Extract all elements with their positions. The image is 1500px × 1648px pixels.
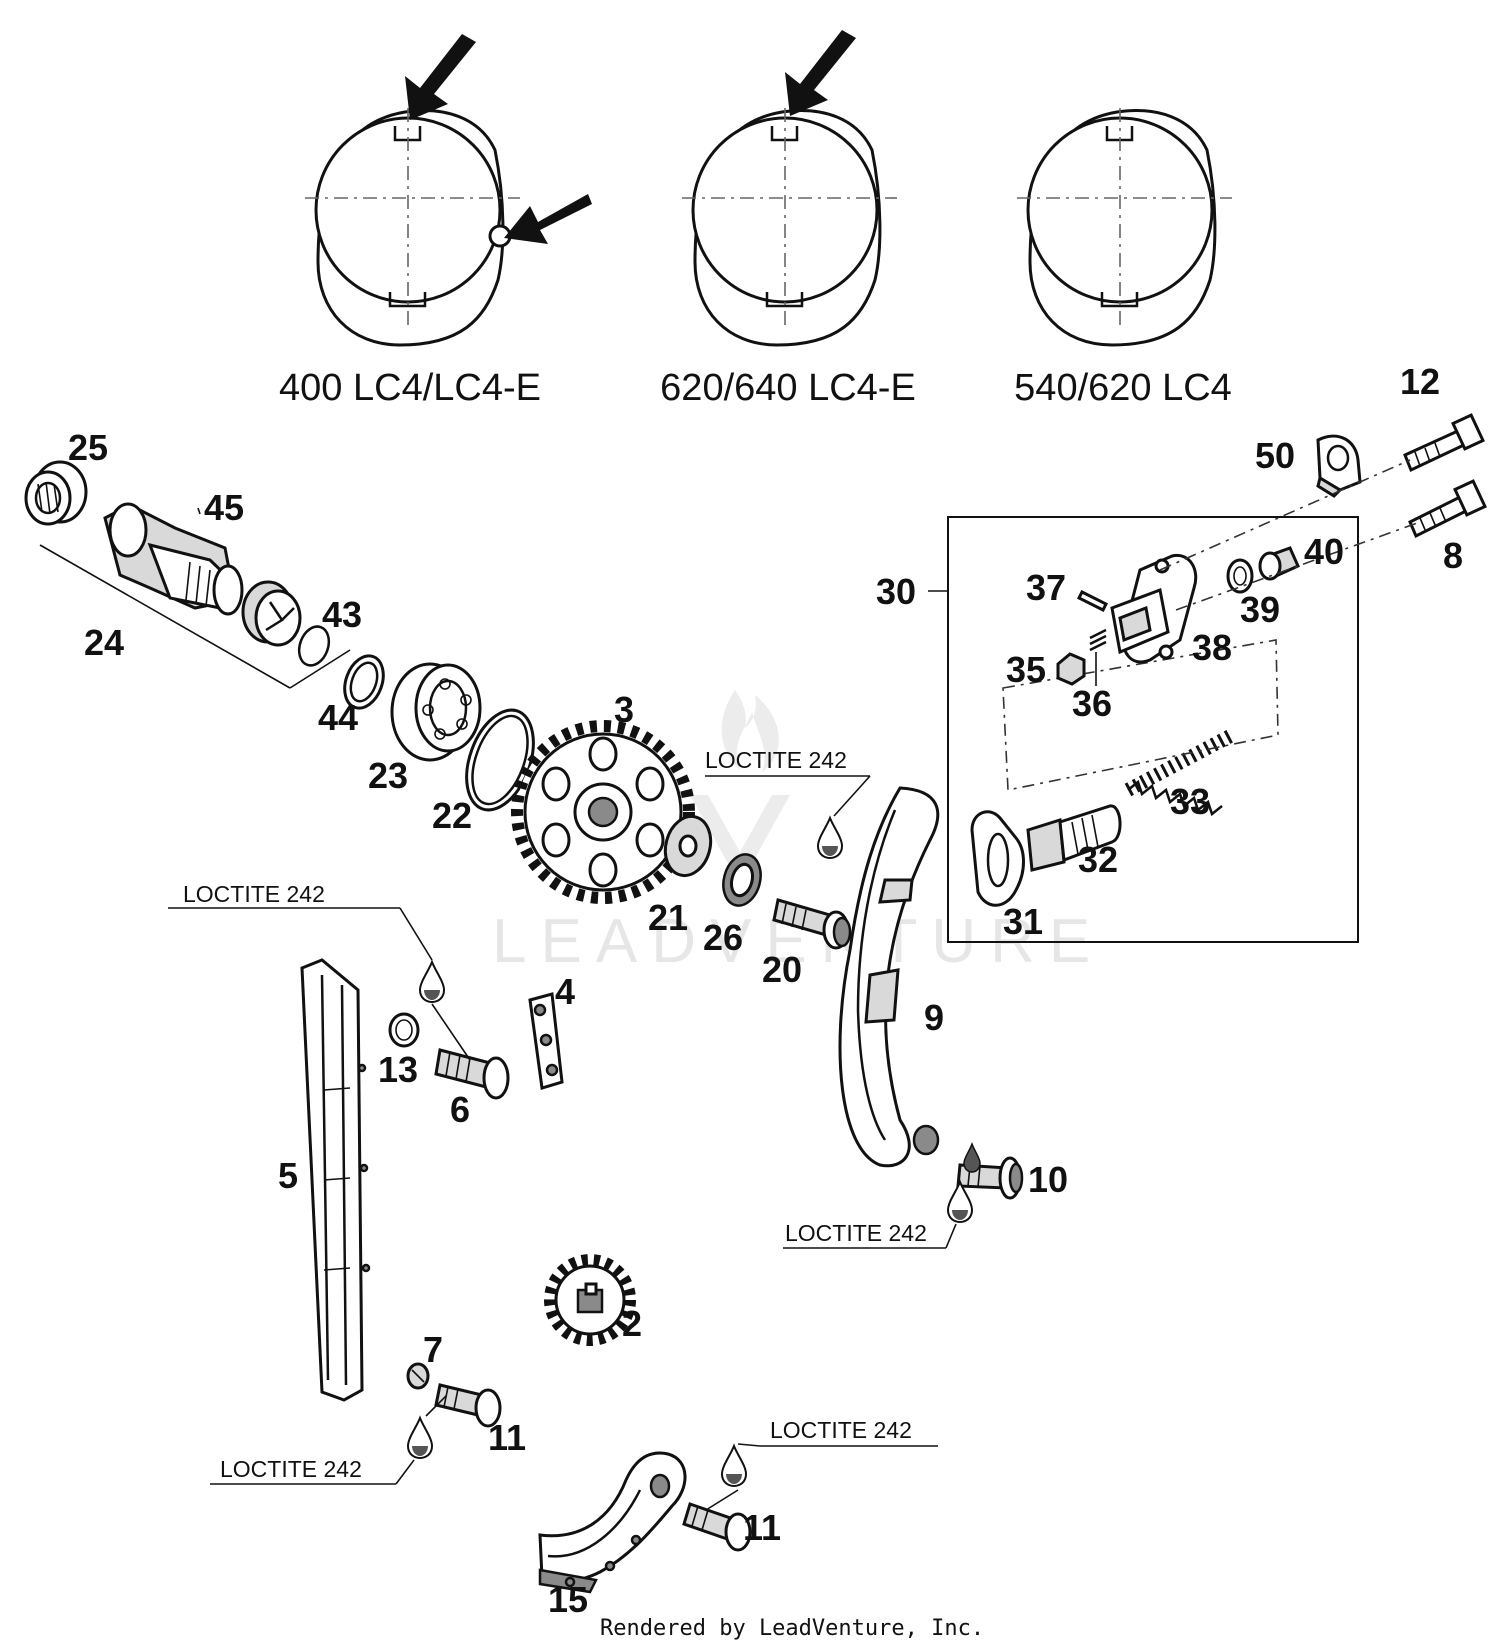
part-number: 38 <box>1192 627 1232 668</box>
part-number: 8 <box>1443 535 1463 576</box>
part-number: 32 <box>1078 839 1118 880</box>
part-number: 30 <box>876 571 916 612</box>
loctite-label: LOCTITE 242 <box>705 747 847 773</box>
part-37-pin <box>1076 589 1109 613</box>
part-11-screw-lower <box>682 1502 752 1552</box>
part-number: 5 <box>278 1155 298 1196</box>
part-9-tensioner-rail <box>838 786 940 1168</box>
part-31-gasket <box>970 810 1025 907</box>
loctite-callout: LOCTITE 242 <box>210 1395 447 1485</box>
part-23-ball-bearing <box>390 662 482 762</box>
part-number: 7 <box>423 1329 443 1370</box>
part-20-screw <box>772 898 852 950</box>
part-number: 31 <box>1003 901 1043 942</box>
part-5-guide-rail <box>300 958 371 1402</box>
loctite-callout: LOCTITE 242 <box>168 881 471 1061</box>
variant-400-lc4: 400 LC4/LC4-E <box>279 34 592 409</box>
loctite-label: LOCTITE 242 <box>183 881 325 907</box>
part-3-camshaft-sprocket <box>511 720 695 904</box>
part-26-seal-ring <box>722 853 762 907</box>
part-39-washer <box>1226 558 1254 594</box>
part-13-ring <box>388 1012 420 1048</box>
loctite-label: LOCTITE 242 <box>770 1417 912 1443</box>
part-number: 9 <box>924 997 944 1038</box>
part-2-crankshaft-sprocket <box>544 1254 636 1346</box>
part-12-screw <box>1403 413 1485 473</box>
loctite-drop-icon <box>963 1141 981 1173</box>
part-8-screw <box>1408 479 1487 539</box>
part-36-spring <box>1089 628 1107 652</box>
part-50-clamp <box>1316 434 1362 498</box>
part-number: 25 <box>68 427 108 468</box>
part-number: 22 <box>432 795 472 836</box>
part-40-screw-plug <box>1258 546 1300 581</box>
part-38-tensioner-housing <box>1110 553 1198 664</box>
part-number: 50 <box>1255 435 1295 476</box>
spring-dashed-outline <box>1002 639 1279 791</box>
loctite-callout: LOCTITE 242 <box>783 1220 957 1249</box>
part-number: 11 <box>488 1417 526 1458</box>
part-7-nut <box>406 1362 430 1390</box>
part-number: 6 <box>450 1089 470 1130</box>
part-21-washer <box>663 814 713 878</box>
loctite-drop-icon <box>406 1415 434 1460</box>
variant-540-620-lc4: 540/620 LC4 <box>1014 108 1232 409</box>
part-number: 24 <box>84 622 124 663</box>
loctite-drop-icon <box>816 815 844 860</box>
axis-line <box>1175 521 1421 611</box>
loctite-drop-icon <box>720 1443 748 1488</box>
part-number: 37 <box>1026 567 1066 608</box>
part-32-plunger <box>1026 804 1122 872</box>
part-25-needle-bearing <box>24 460 88 526</box>
part-15-guide-rail-bottom <box>538 1451 687 1594</box>
loctite-drop-icon <box>418 959 446 1004</box>
part-number: 33 <box>1170 781 1210 822</box>
part-number: 13 <box>378 1049 418 1090</box>
part-33-spring <box>1124 728 1236 817</box>
part-number: 36 <box>1072 683 1112 724</box>
part-6-bolt <box>434 1048 510 1100</box>
variant-label: 400 LC4/LC4-E <box>279 367 541 409</box>
part-10-pivot-bolt <box>956 1156 1024 1200</box>
loctite-label: LOCTITE 242 <box>220 1456 362 1482</box>
part-number: 20 <box>762 949 802 990</box>
loctite-callout: LOCTITE 242 <box>705 747 871 817</box>
part-11-screw-upper <box>434 1383 502 1428</box>
loctite-callout: LOCTITE 242 <box>705 1417 938 1511</box>
part-4-chain-link <box>528 992 564 1090</box>
part-number: 26 <box>703 917 743 958</box>
footer-credit: Rendered by LeadVenture, Inc. <box>600 1616 984 1641</box>
variant-label: 620/640 LC4-E <box>660 367 916 409</box>
part-24-camshaft <box>39 502 351 689</box>
part-number: 2 <box>622 1303 642 1344</box>
part-number: 3 <box>614 689 634 730</box>
loctite-label: LOCTITE 242 <box>785 1220 927 1246</box>
part-number: 21 <box>648 897 688 938</box>
part-number: 44 <box>318 697 358 738</box>
part-number: 39 <box>1240 589 1280 630</box>
part-number: 11 <box>743 1507 781 1548</box>
axis-line <box>1159 459 1411 571</box>
part-number: 10 <box>1028 1159 1068 1200</box>
part-number-labels: 2 3 4 5 6 7 8 9 10 11 11 12 13 15 20 21 … <box>68 361 1463 1620</box>
part-number: 45 <box>204 487 244 528</box>
part-43-o-ring <box>297 625 331 667</box>
part-30-tensioner-assembly-box <box>947 516 1359 943</box>
variant-620-640-lc4-e: 620/640 LC4-E <box>660 30 916 409</box>
part-44-seal-ring <box>343 654 385 710</box>
part-number: 4 <box>555 971 575 1012</box>
part-number: 15 <box>548 1579 588 1620</box>
loctite-drop-icon <box>946 1179 974 1224</box>
part-number: 43 <box>322 594 362 635</box>
part-number: 40 <box>1304 531 1344 572</box>
variant-label: 540/620 LC4 <box>1014 367 1232 409</box>
part-35-nut <box>1056 652 1086 686</box>
part-number: 23 <box>368 755 408 796</box>
part-number: 12 <box>1400 361 1440 402</box>
part-number: 35 <box>1006 649 1046 690</box>
